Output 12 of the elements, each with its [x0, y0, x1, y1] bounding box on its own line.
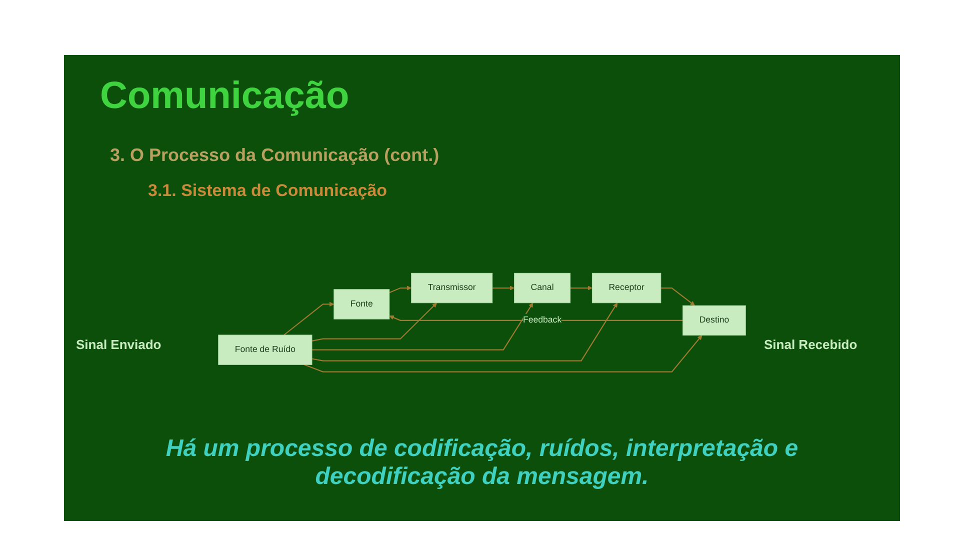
- signal-label: Sinal Enviado: [76, 337, 162, 352]
- process-box: Destino: [682, 305, 746, 336]
- process-box: Fonte: [334, 289, 390, 320]
- process-box: Receptor: [592, 272, 662, 304]
- process-box: Transmissor: [411, 272, 493, 304]
- process-box: Canal: [514, 272, 571, 304]
- subsection-heading: 3.1. Sistema de Comunicação: [148, 181, 388, 201]
- signal-label: Sinal Recebido: [764, 337, 858, 352]
- process-box: Fonte de Ruído: [218, 334, 312, 365]
- caption: Há um processo de codificação, ruídos, interpretação e decodificação da mensagem.: [164, 435, 800, 491]
- section-heading: 3. O Processo da Comunicação (cont.): [110, 145, 440, 166]
- slide-title: Comunicação: [100, 75, 350, 118]
